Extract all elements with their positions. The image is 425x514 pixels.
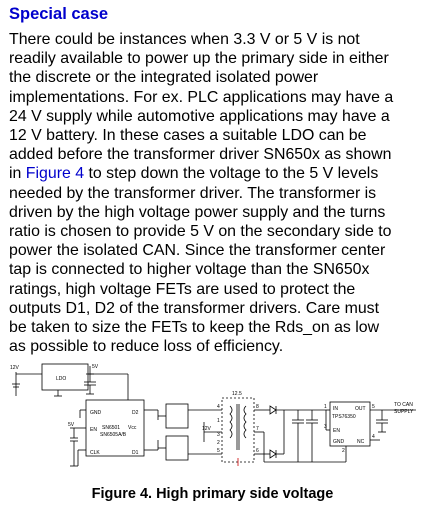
xfmr-pin: 6 (256, 448, 259, 454)
reg-in-label: IN (333, 406, 338, 412)
driver-clk-label: CLK (90, 450, 100, 456)
schematic-figure: 12V LDO 5V 5V GND D2 EN SN6501 Vcc SN650… (8, 358, 420, 476)
body-paragraph: There could be instances when 3.3 V or 5… (9, 30, 419, 356)
driver-part-label: SN6501 (102, 425, 120, 431)
reg-pin: 1 (324, 404, 327, 410)
reg-pin: 2 (342, 448, 345, 454)
regulator-ic (329, 401, 371, 447)
paragraph-line: be taken to size the FETs to keep the Rd… (9, 319, 380, 337)
paragraph-line: There could be instances when 3.3 V or 5… (9, 31, 360, 48)
reg-part-label: TPS76350 (332, 414, 356, 420)
supply-12v-label: 12V (10, 365, 20, 371)
paragraph-line: the discrete or the integrated isolated … (9, 69, 319, 87)
xfmr-pin: 5 (217, 448, 220, 454)
figure-caption: Figure 4. High primary side voltage (91, 486, 334, 502)
paragraph-line: 24 V supply while automotive application… (9, 107, 390, 125)
turns-ratio-label: 12.5 (232, 391, 242, 397)
driver-d2-label: D2 (132, 410, 139, 416)
driver-en-label: EN (90, 427, 97, 433)
to-can-label: TO CAN (394, 402, 413, 408)
paragraph-line: ratio is chosen to provide 5 V on the se… (9, 223, 392, 241)
driver-part2-label: SN6505A/B (100, 432, 127, 438)
paragraph-line: tap is connected to higher voltage than … (9, 261, 370, 279)
paragraph-line: as possible to reduce loss of efficiency… (9, 338, 284, 356)
transformer-box (221, 397, 255, 463)
reg-pin: 3 (324, 424, 327, 430)
driver-gnd-label: GND (90, 410, 102, 416)
section-heading: Special case (9, 5, 109, 23)
driver-vcc-label: Vcc (128, 425, 137, 431)
rail-5v-label: 5V (92, 364, 99, 370)
xfmr-pin: 2 (217, 440, 220, 446)
to-can-supply-label: SUPPLY (394, 409, 414, 415)
figure-4-link[interactable]: Figure 4 (25, 165, 85, 183)
reg-pin: 4 (372, 434, 375, 440)
diode-bottom (269, 449, 277, 459)
driver-d1-label: D1 (132, 450, 139, 456)
line-suffix: to step down the voltage to the 5 V leve… (88, 165, 379, 183)
paragraph-line-with-link: in Figure 4 to step down the voltage to … (9, 164, 419, 183)
reg-out-label: OUT (355, 406, 366, 412)
paragraph-line: outputs D1, D2 of the transformer driver… (9, 299, 380, 317)
paragraph-line: implementations. For ex. PLC application… (9, 88, 394, 106)
paragraph-line: readily available to power up the primar… (9, 50, 389, 68)
ldo-label: LDO (56, 376, 66, 382)
schematic-svg: 12V LDO 5V 5V GND D2 EN SN6501 Vcc SN650… (10, 363, 416, 467)
rail-12v-mid-label: 12V (202, 426, 212, 432)
fet-bottom (165, 435, 189, 461)
xfmr-pin: 3 (217, 432, 220, 438)
paragraph-line: added before the transformer driver SN65… (9, 146, 392, 164)
secondary-coil (243, 405, 247, 439)
xfmr-pin: 7 (256, 426, 259, 432)
xfmr-pin: 1 (217, 418, 220, 424)
paragraph-line: ratings, high voltage FETs are used to p… (9, 280, 356, 298)
primary-coil (229, 405, 233, 439)
paragraph-line: needed by the transformer driver. The tr… (9, 184, 377, 202)
paragraph-line: power the isolated CAN. Since the transf… (9, 242, 386, 260)
reg-pin: 5 (372, 404, 375, 410)
diode-top (269, 405, 277, 415)
xfmr-pin: 8 (256, 404, 259, 410)
paragraph-line: driven by the high voltage power supply … (9, 203, 386, 221)
reg-en-label: EN (333, 428, 340, 434)
reg-gnd-label: GND (333, 439, 345, 445)
line-prefix: in (9, 165, 26, 183)
reg-nc-label: NC (357, 439, 365, 445)
rail-5v-label: 5V (68, 422, 75, 428)
xfmr-pin: 4 (217, 404, 220, 410)
fet-top (165, 403, 189, 429)
paragraph-line: 12 V battery. In these cases a suitable … (9, 127, 367, 145)
ldo-box (41, 363, 89, 391)
